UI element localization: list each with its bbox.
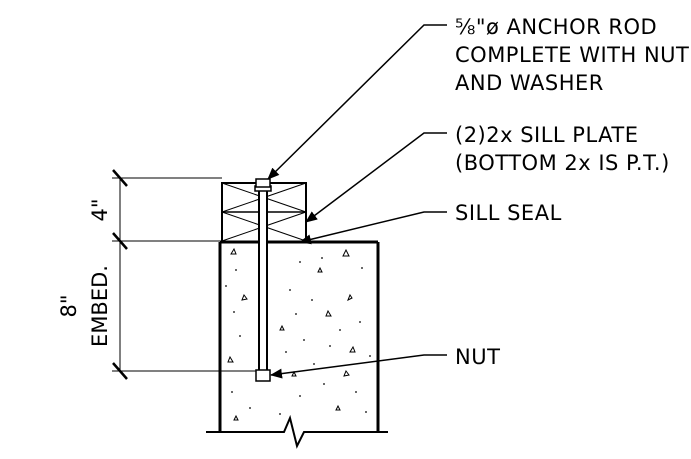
leader-anchor-rod (267, 24, 447, 180)
bottom-nut (255, 369, 271, 382)
callout-labels: ⅝"ø ANCHOR ROD COMPLETE WITH NUT AND WAS… (455, 15, 689, 369)
dim-tick (112, 362, 128, 380)
label-sill-plate-line1: (2)2x SILL PLATE (455, 123, 639, 147)
top-nut (255, 178, 271, 188)
concrete-hatch (227, 247, 356, 421)
break-line (206, 414, 388, 449)
anchor-rod (254, 178, 272, 382)
concrete-foundation (206, 240, 388, 449)
dim-lower-text: EMBED. (88, 265, 112, 347)
concrete-dots (225, 257, 371, 415)
label-sill-seal: SILL SEAL (455, 201, 562, 225)
label-sill-plate-line2: (BOTTOM 2x IS P.T.) (455, 151, 670, 175)
leader-nut (270, 354, 447, 379)
label-nut: NUT (455, 345, 500, 369)
leader-sill-seal (299, 211, 447, 245)
dim-tick (112, 169, 128, 187)
dim-tick (112, 232, 128, 250)
label-anchor-rod-line3: AND WASHER (455, 71, 604, 95)
rod-shaft (258, 183, 268, 381)
label-anchor-rod-line2: COMPLETE WITH NUT (455, 43, 689, 67)
dim-upper-value: 4" (88, 198, 112, 221)
leader-sill-plate (305, 132, 447, 223)
dim-lower-value: 8" (57, 294, 81, 317)
leader-lines (267, 24, 447, 379)
dimension-lines (112, 169, 256, 380)
label-anchor-rod-line1: ⅝"ø ANCHOR ROD (455, 15, 657, 39)
